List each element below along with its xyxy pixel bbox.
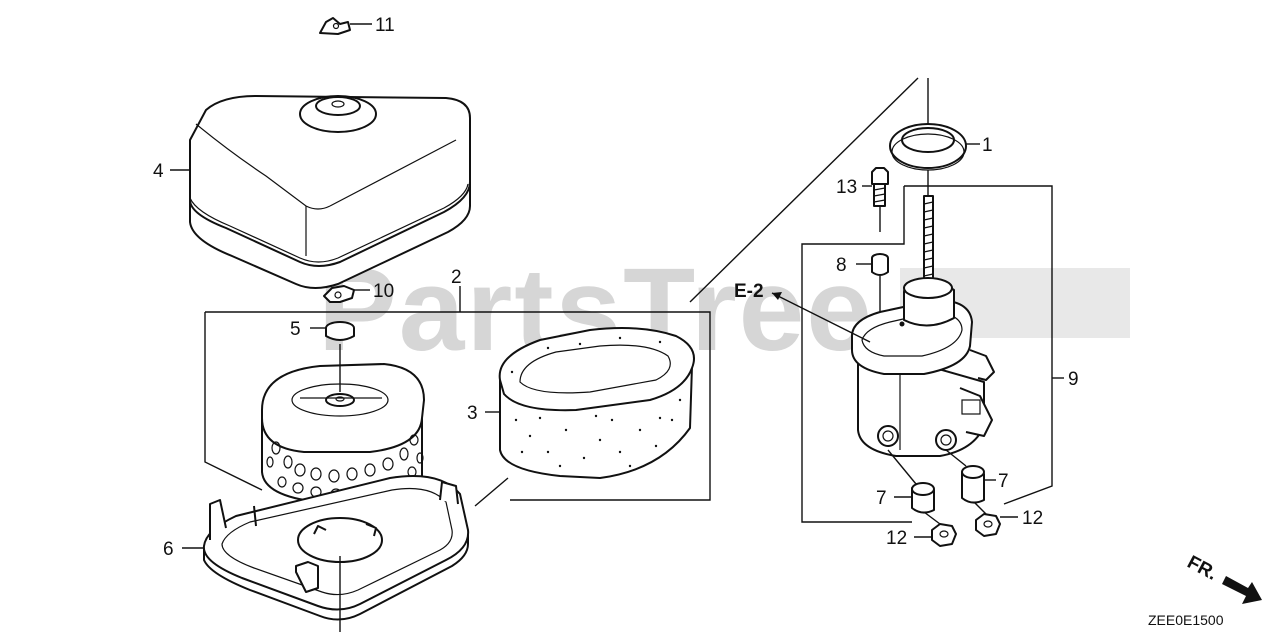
- assembly-bracket-9: [801, 185, 1064, 523]
- callout-7b[interactable]: 7: [998, 471, 1009, 492]
- ref-label-e2[interactable]: E-2: [734, 281, 764, 302]
- leader-diagonal: [689, 77, 919, 303]
- leader-e2: [771, 292, 871, 343]
- callout-13[interactable]: 13: [836, 177, 857, 198]
- part-seal-ring-1[interactable]: [889, 123, 967, 171]
- callout-12a[interactable]: 12: [886, 528, 907, 549]
- part-tube-7b[interactable]: [961, 465, 985, 504]
- leader-12a-link: [923, 511, 941, 525]
- part-foam-filter-3[interactable]: [498, 327, 695, 479]
- callout-9[interactable]: 9: [1068, 369, 1079, 390]
- diagram-code: ZEE0E1500: [1148, 612, 1224, 628]
- leader-7a-link: [887, 449, 917, 485]
- part-air-cleaner-base-6[interactable]: [202, 475, 470, 632]
- callout-3[interactable]: 3: [467, 403, 478, 424]
- callout-1[interactable]: 1: [982, 135, 993, 156]
- part-bolt-13[interactable]: [871, 167, 889, 207]
- front-arrow-icon: [1222, 576, 1262, 604]
- part-air-cleaner-cover-4[interactable]: [189, 95, 471, 289]
- part-tube-7a[interactable]: [911, 482, 935, 514]
- part-flange-nut-12b[interactable]: [975, 513, 1001, 537]
- part-wing-nut-11[interactable]: [319, 17, 351, 35]
- part-air-cleaner-case[interactable]: [851, 277, 995, 457]
- callout-4[interactable]: 4: [153, 161, 164, 182]
- direction-label: FR.: [1184, 552, 1221, 585]
- callout-8[interactable]: 8: [836, 255, 847, 276]
- callout-2[interactable]: 2: [451, 267, 462, 288]
- leader-7b-link: [945, 449, 967, 467]
- callout-5[interactable]: 5: [290, 319, 301, 340]
- part-grommet-5[interactable]: [325, 321, 355, 341]
- part-nut-10[interactable]: [323, 285, 355, 303]
- callout-6[interactable]: 6: [163, 539, 174, 560]
- leader-12b-link: [973, 501, 987, 515]
- callout-7a[interactable]: 7: [876, 488, 887, 509]
- callout-12b[interactable]: 12: [1022, 508, 1043, 529]
- part-flange-nut-12a[interactable]: [931, 523, 957, 547]
- callout-10[interactable]: 10: [373, 281, 394, 302]
- arrow-e2: [772, 292, 782, 300]
- assembly-bracket-2: [204, 286, 711, 507]
- part-spacer-8[interactable]: [871, 253, 889, 276]
- callout-11[interactable]: 11: [375, 15, 395, 36]
